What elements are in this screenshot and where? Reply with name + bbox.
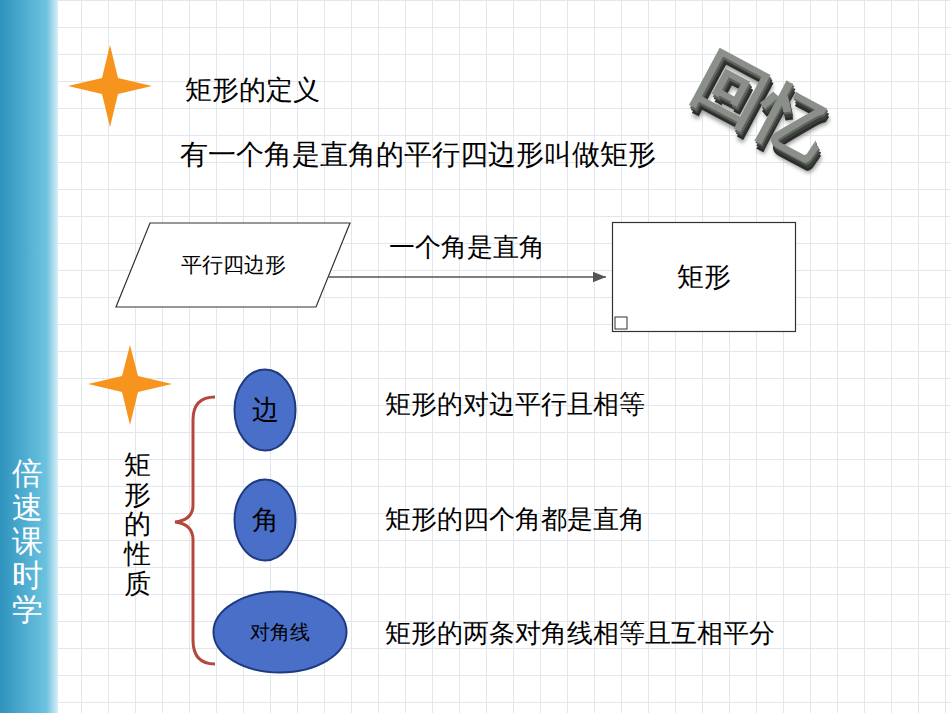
text-label: 矩形的四个角都是直角 — [385, 502, 645, 537]
edge-label: 一个角是直角 — [389, 230, 545, 265]
text-label: 矩形的对边平行且相等 — [385, 387, 645, 422]
text-label: 有一个角是直角的平行四边形叫做矩形 — [180, 136, 656, 174]
text-label: 矩形的两条对角线相等且互相平分 — [385, 616, 775, 651]
node-text: 边 — [252, 392, 279, 428]
parallelogram-box: 平行四边形 — [115, 222, 351, 308]
node-text: 对角线 — [250, 619, 310, 646]
text-label: 矩形的定义 — [185, 72, 320, 108]
vertical-label: 倍速课时学 — [12, 456, 43, 626]
property-ellipse: 对角线 — [212, 590, 348, 674]
curly-bracket — [175, 397, 215, 664]
node-text: 矩形 — [677, 259, 731, 295]
arrow-connector — [329, 276, 606, 278]
title-graphic: 回忆 — [678, 32, 846, 181]
vertical-label: 矩形的性质 — [124, 450, 151, 598]
node-text: 角 — [252, 502, 279, 538]
rectangle-box: 矩形 — [612, 222, 796, 332]
property-ellipse: 角 — [233, 478, 297, 562]
node-text: 平行四边形 — [181, 251, 286, 279]
property-ellipse: 边 — [233, 368, 297, 452]
